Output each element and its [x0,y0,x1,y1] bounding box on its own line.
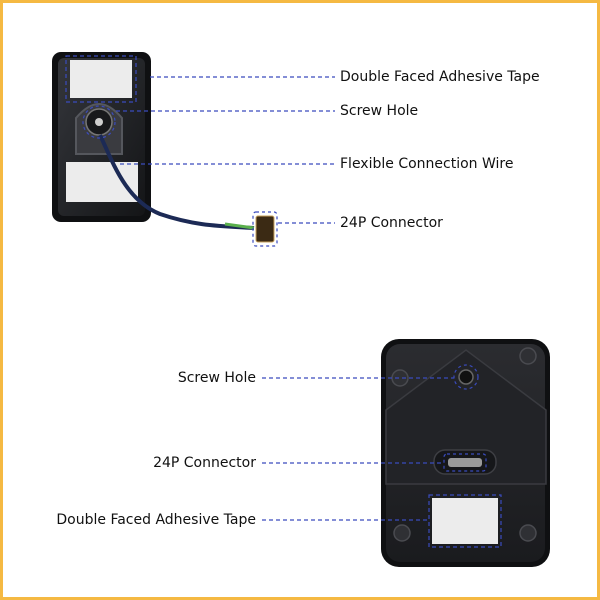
label-top-tape: Double Faced Adhesive Tape [340,69,540,85]
label-bottom-connector: 24P Connector [153,455,256,471]
top-24p-connector [255,215,275,243]
top-device [52,52,275,243]
bottom-screw-highlight [453,364,479,390]
flexible-wire [98,134,255,230]
bottom-device-ridge [385,349,547,485]
label-top-wire: Flexible Connection Wire [340,156,514,172]
label-bottom-screw-hole: Screw Hole [177,370,256,386]
bottom-tape-patch [432,498,498,544]
label-top-connector: 24P Connector [340,215,443,231]
bottom-device [381,339,550,567]
bottom-corner-screw-bl [393,524,411,542]
label-top-screw-hole: Screw Hole [340,103,419,119]
top-tape-patch [70,60,132,98]
top-screw-hole-center [95,118,103,126]
top-connector-highlight [252,211,278,247]
bottom-connector-highlight [443,453,487,472]
top-screw-highlight [82,105,116,139]
bottom-tape-highlight [428,494,502,548]
bottom-screw-hole [458,369,474,385]
top-tape-patch-lower [66,162,138,202]
bottom-corner-screw-br [519,524,537,542]
flex-cable-green [224,222,255,230]
bottom-corner-screw-tr [519,347,537,365]
bottom-24p-connector [448,458,482,467]
top-tape-highlight [65,55,137,103]
label-bottom-tape: Double Faced Adhesive Tape [56,512,256,528]
